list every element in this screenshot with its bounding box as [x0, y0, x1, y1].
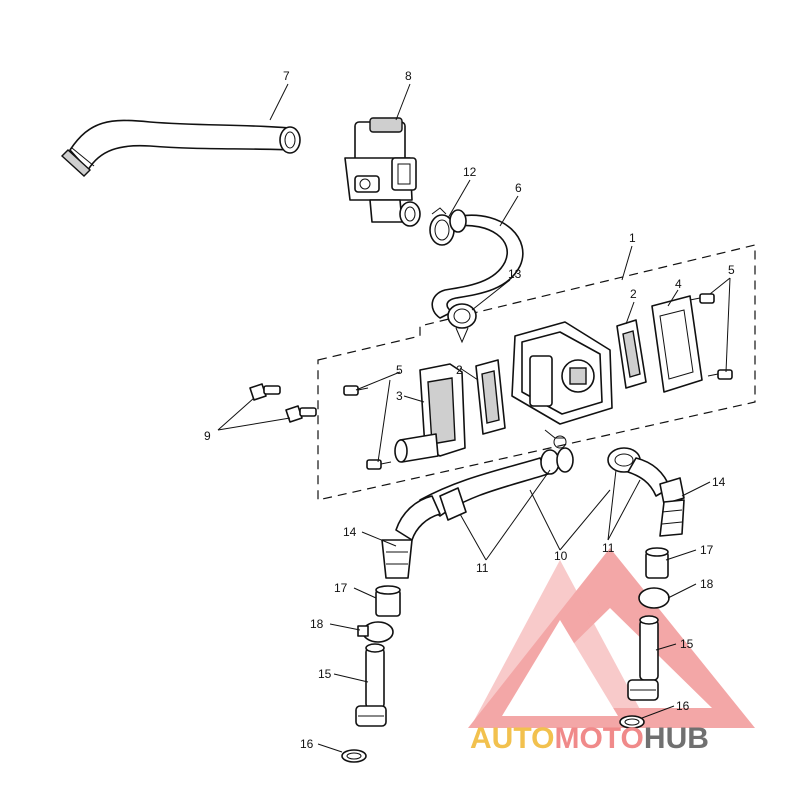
part-10-pipe-left	[419, 447, 574, 521]
callout-15-left: 15	[318, 667, 332, 681]
callout-17-right: 17	[700, 543, 714, 557]
callout-5-right: 5	[728, 263, 735, 277]
watermark-text: AUTOMOTOHUB	[470, 722, 709, 755]
part-2-gasket-left	[475, 359, 506, 435]
callout-16-right: 16	[676, 699, 690, 713]
callout-10: 10	[554, 549, 568, 563]
central-housing	[511, 321, 613, 449]
callout-14-left: 14	[343, 525, 357, 539]
callout-18-right: 18	[700, 577, 714, 591]
part-6-hose	[431, 209, 524, 319]
callout-5-left: 5	[396, 363, 403, 377]
part-10-pipe-right	[607, 447, 685, 505]
callout-14-right: 14	[712, 475, 726, 489]
callout-6: 6	[515, 181, 522, 195]
part-5-bolts	[343, 293, 733, 470]
part-4-cover	[651, 295, 703, 393]
callout-2-left: 2	[456, 363, 463, 377]
callout-11-left: 11	[476, 561, 489, 575]
watermark-triangle-left-inner	[502, 620, 618, 716]
part-18-clamps	[357, 587, 670, 643]
part-15-pipes	[355, 615, 659, 727]
part-8-valve	[344, 117, 421, 227]
callout-17-left: 17	[334, 581, 348, 595]
watermark-hub: HUB	[644, 722, 709, 755]
callout-8: 8	[405, 69, 412, 83]
callout-13: 13	[508, 267, 522, 281]
part-14-elbow-right	[659, 499, 685, 537]
callout-7: 7	[283, 69, 290, 83]
callout-1: 1	[629, 231, 636, 245]
callout-4: 4	[675, 277, 682, 291]
callout-labels: 7 8 12 6 13 1 2 4 5 5 2 3 9 14 14 11 10 …	[204, 69, 735, 751]
part-2-gasket-right	[616, 319, 647, 389]
leader-lines	[217, 83, 731, 753]
part-7-hose	[60, 119, 301, 177]
svg-text:AUTOMOTOHUB: AUTOMOTOHUB	[470, 722, 709, 755]
callout-16-left: 16	[300, 737, 314, 751]
callout-2-right: 2	[630, 287, 637, 301]
part-16-orings	[341, 715, 645, 763]
watermark-moto: MOTO	[554, 722, 643, 755]
part-3-inlet	[394, 363, 466, 463]
callout-3: 3	[396, 389, 403, 403]
callout-15-right: 15	[680, 637, 694, 651]
watermark-logo	[468, 548, 755, 728]
part-17-sleeves	[375, 547, 669, 617]
part-13-clamp	[447, 303, 477, 344]
callout-12: 12	[463, 165, 477, 179]
watermark-auto: AUTO	[470, 722, 554, 755]
callout-11-right: 11	[602, 541, 615, 555]
callout-9: 9	[204, 429, 211, 443]
callout-18-left: 18	[310, 617, 324, 631]
part-14-elbow-left	[381, 495, 441, 579]
part-9-bolts	[249, 383, 317, 423]
